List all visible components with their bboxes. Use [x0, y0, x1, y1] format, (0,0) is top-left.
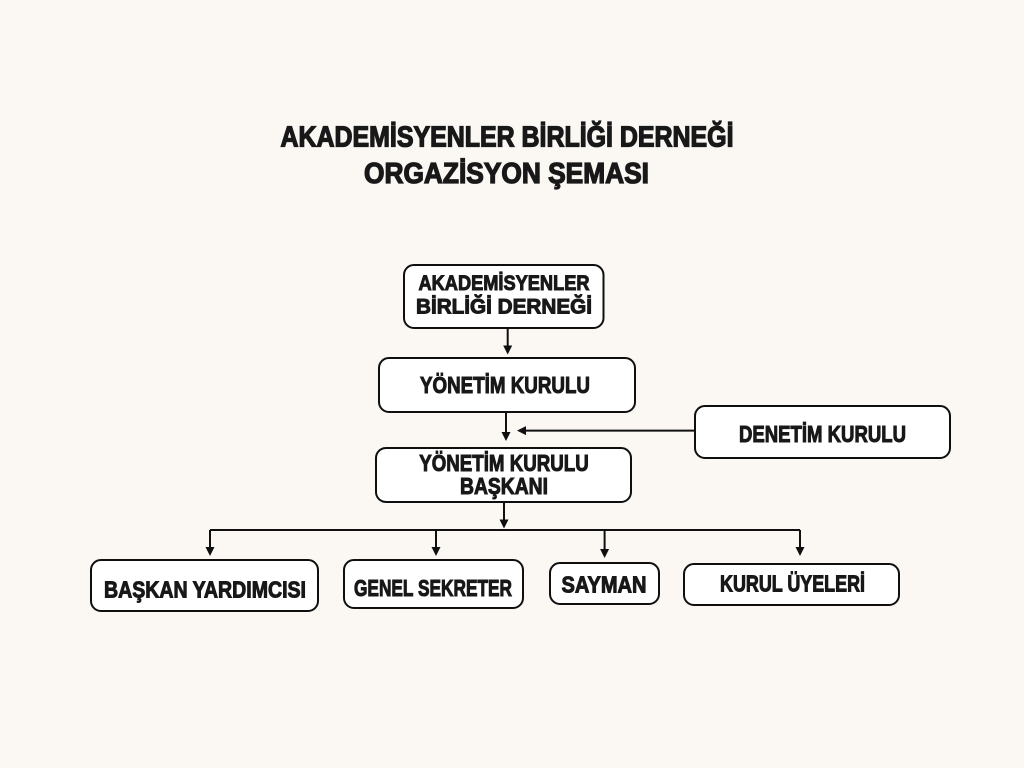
- svg-text:ORGAZİSYON ŞEMASI: ORGAZİSYON ŞEMASI: [364, 158, 649, 190]
- svg-text:AKADEMİSYENLER: AKADEMİSYENLER: [419, 272, 590, 295]
- svg-text:BAŞKAN YARDIMCISI: BAŞKAN YARDIMCISI: [104, 576, 306, 602]
- svg-text:YÖNETİM KURULU: YÖNETİM KURULU: [420, 372, 590, 398]
- svg-text:BAŞKANI: BAŞKANI: [460, 473, 548, 499]
- svg-text:DENETİM KURULU: DENETİM KURULU: [739, 421, 906, 447]
- svg-text:GENEL SEKRETER: GENEL SEKRETER: [354, 575, 512, 601]
- svg-text:KURUL ÜYELERİ: KURUL ÜYELERİ: [720, 571, 865, 597]
- svg-text:AKADEMİSYENLER BİRLİĞİ DERNEĞİ: AKADEMİSYENLER BİRLİĞİ DERNEĞİ: [281, 122, 734, 154]
- svg-text:SAYMAN: SAYMAN: [562, 572, 647, 598]
- svg-text:BİRLİĞİ DERNEĞİ: BİRLİĞİ DERNEĞİ: [416, 294, 592, 318]
- svg-text:YÖNETİM KURULU: YÖNETİM KURULU: [419, 450, 589, 476]
